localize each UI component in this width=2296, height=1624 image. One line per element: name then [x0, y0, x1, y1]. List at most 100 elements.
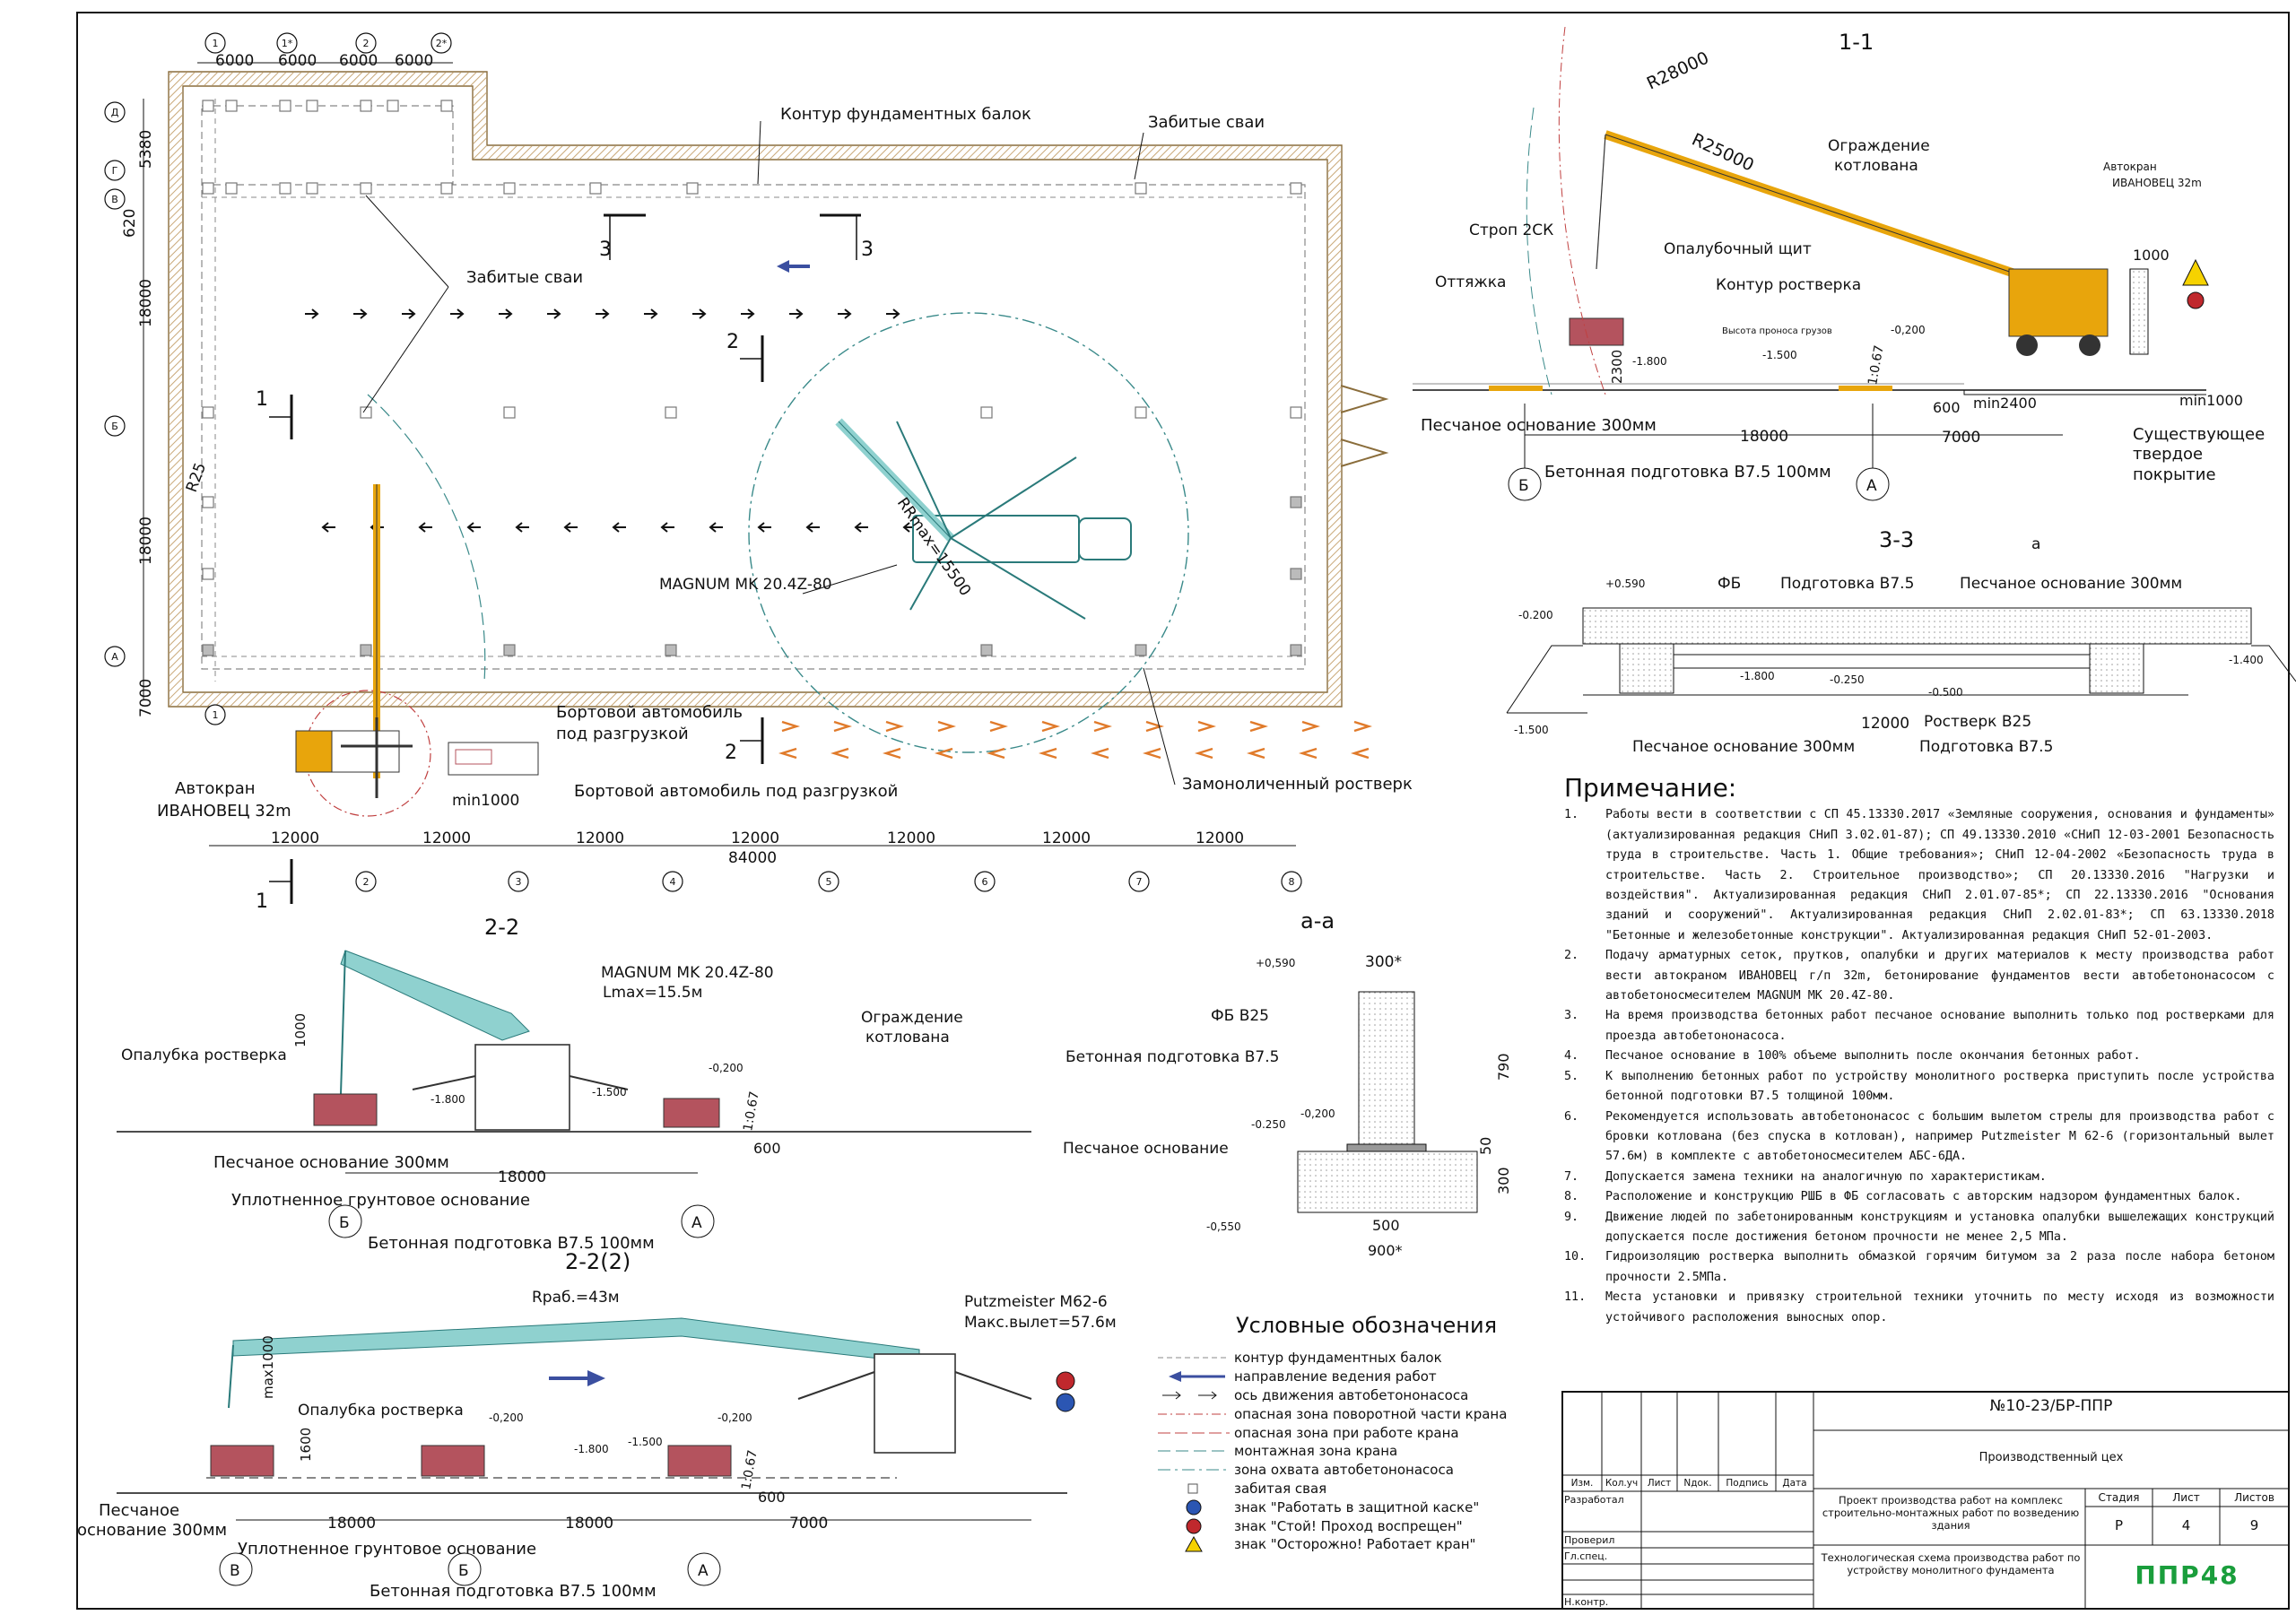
pump-name-plan: MAGNUM MK 20.4Z-80 [659, 576, 832, 594]
sa-lv-0550: -0,550 [1206, 1220, 1241, 1233]
s22b-pump: Putzmeister M62-6 [964, 1293, 1108, 1311]
section-1-1: 1-1 R28000 R25000 Ограждение котлована А… [1413, 26, 2265, 501]
note-item: 7.Допускается замена техники на аналогич… [1564, 1168, 2274, 1187]
pile [306, 182, 318, 195]
s22-fence-2: котлована [865, 1029, 950, 1046]
helmet-sign-icon-2 [1056, 1393, 1075, 1412]
sheet-head: Лист [2172, 1491, 2200, 1504]
section-1-1-title: 1-1 [1839, 30, 1874, 55]
radius-r25: R25 [183, 460, 210, 494]
axis-bottom-1 [355, 871, 377, 892]
pile [503, 182, 516, 195]
foundation-contour-label: Контур фундаментных балок [780, 105, 1031, 124]
sheet-frame [76, 12, 2290, 1610]
section-2-2: 2-2 MAGNUM MK 20.4Z-80 Lmax=15.5м Огражд… [117, 915, 1031, 1253]
legend-title: Условные обозначения [1236, 1313, 1498, 1338]
section-mark-2: 2 [726, 331, 739, 353]
legend: Условные обозначения контур фундаментных… [1153, 1313, 1548, 1554]
dim-top-3: 6000 [339, 52, 378, 70]
doc-sheet-title: Технологическая схема производства работ… [1821, 1551, 2081, 1576]
tb-role: Н.контр. [1564, 1596, 1609, 1608]
s22-d600: 600 [753, 1140, 781, 1157]
pump-reach-zone-icon [1153, 1464, 1234, 1475]
note-number: 5. [1564, 1069, 1579, 1083]
section-mark-2b: 2 [725, 742, 737, 764]
dim-left-4: 18000 [137, 517, 155, 565]
pile [980, 644, 993, 656]
tb-col-head: Лист [1647, 1478, 1672, 1489]
pile [360, 644, 372, 656]
tb-role: Гл.спец. [1564, 1550, 1608, 1562]
note-item: 3.На время производства бетонных работ п… [1564, 1006, 2274, 1046]
s11-lv-1800: -1.800 [1632, 355, 1667, 368]
s11-existing-3: покрытие [2133, 465, 2216, 484]
axis-left-3 [104, 415, 126, 437]
axis-left-2 [104, 188, 126, 210]
s22b-sand-2: основание 300мм [77, 1521, 227, 1540]
s11-d1067: 1:0.67 [1866, 344, 1887, 386]
contour-line-icon [1153, 1352, 1234, 1363]
s22b-formwork: Опалубка ростверка [298, 1402, 464, 1420]
note-item: 10.Гидроизоляцию ростверка выполнить обм… [1564, 1247, 2274, 1288]
sa-lv-0200: -0,200 [1300, 1107, 1335, 1120]
pile [1290, 182, 1302, 195]
axis-bottom-3-label: 4 [670, 876, 676, 888]
sa-d500: 500 [1372, 1217, 1400, 1234]
stop-sign-icon [2187, 291, 2205, 309]
s11-d7000: 7000 [1942, 429, 1980, 447]
s11-lv-0200: -0,200 [1891, 324, 1926, 336]
axis-left-2-label: В [111, 194, 118, 205]
stop-sign-icon-2 [1056, 1371, 1075, 1391]
axis-left-0 [104, 101, 126, 123]
legend-item: опасная зона поворотной части крана [1153, 1404, 1548, 1423]
note-number: 7. [1564, 1169, 1579, 1184]
s33-lv-0200: -0.200 [1518, 609, 1553, 621]
sa-fb: ФБ B25 [1211, 1007, 1269, 1025]
axis-bottom-3 [662, 871, 683, 892]
note-item: 1.Работы вести в соответствии с СП 45.13… [1564, 805, 2274, 946]
pile [202, 182, 214, 195]
axis-top-2 [355, 32, 377, 54]
s33-sand: Песчаное основание 300мм [1960, 575, 2182, 593]
tb-col-head: Изм. [1570, 1478, 1594, 1489]
legend-label: забитая свая [1234, 1480, 1327, 1497]
s22-d18000: 18000 [498, 1168, 546, 1186]
s11-d18000: 18000 [1740, 428, 1788, 446]
sa-d900: 900* [1368, 1242, 1403, 1259]
tb-col-head: Nдок. [1683, 1478, 1712, 1489]
sa-d300: 300 [1495, 1167, 1512, 1194]
sa-d790: 790 [1495, 1053, 1512, 1081]
s22b-d7000: 7000 [789, 1515, 828, 1533]
crane-rotation-danger-icon [1153, 1409, 1234, 1420]
s22-lv-1800: -1.800 [430, 1093, 465, 1106]
grillage-cast-label: Замоноличенный ростверк [1182, 775, 1413, 794]
note-number: 11. [1564, 1290, 1587, 1305]
title-block [1561, 1391, 2290, 1610]
s22b-lv-1800: -1.800 [574, 1443, 609, 1455]
s22-d1067: 1:0.67 [741, 1090, 762, 1133]
s11-axis-b: Б [1518, 477, 1529, 495]
pile [279, 182, 291, 195]
pile [1290, 496, 1302, 508]
dim-total: 84000 [728, 849, 777, 867]
s22-fence-1: Ограждение [861, 1009, 963, 1027]
s11-d2300: 2300 [1609, 350, 1625, 384]
legend-label: направление ведения работ [1234, 1368, 1437, 1385]
pile [202, 406, 214, 419]
note-item: 11.Места установки и привязку строительн… [1564, 1288, 2274, 1328]
s11-axis-a: А [1866, 477, 1877, 495]
axis-bottom-7 [1281, 871, 1302, 892]
s33-lv-0250: -0.250 [1830, 673, 1865, 686]
legend-item: монтажная зона крана [1153, 1442, 1548, 1461]
note-number: 2. [1564, 949, 1579, 963]
dim-top-1: 6000 [215, 52, 254, 70]
legend-item: забитая свая [1153, 1480, 1548, 1498]
axis-left-4 [104, 646, 126, 667]
pile [503, 644, 516, 656]
section-2-2b-title: 2-2(2) [565, 1249, 631, 1274]
s33-fb: ФБ [1718, 575, 1741, 593]
pile [503, 406, 516, 419]
pile [202, 100, 214, 112]
note-text: На время производства бетонных работ пес… [1605, 1009, 2274, 1043]
section-3-3: 3-3 +0.590 ФБ Подготовка B7.5 Песчаное о… [1506, 527, 2296, 756]
